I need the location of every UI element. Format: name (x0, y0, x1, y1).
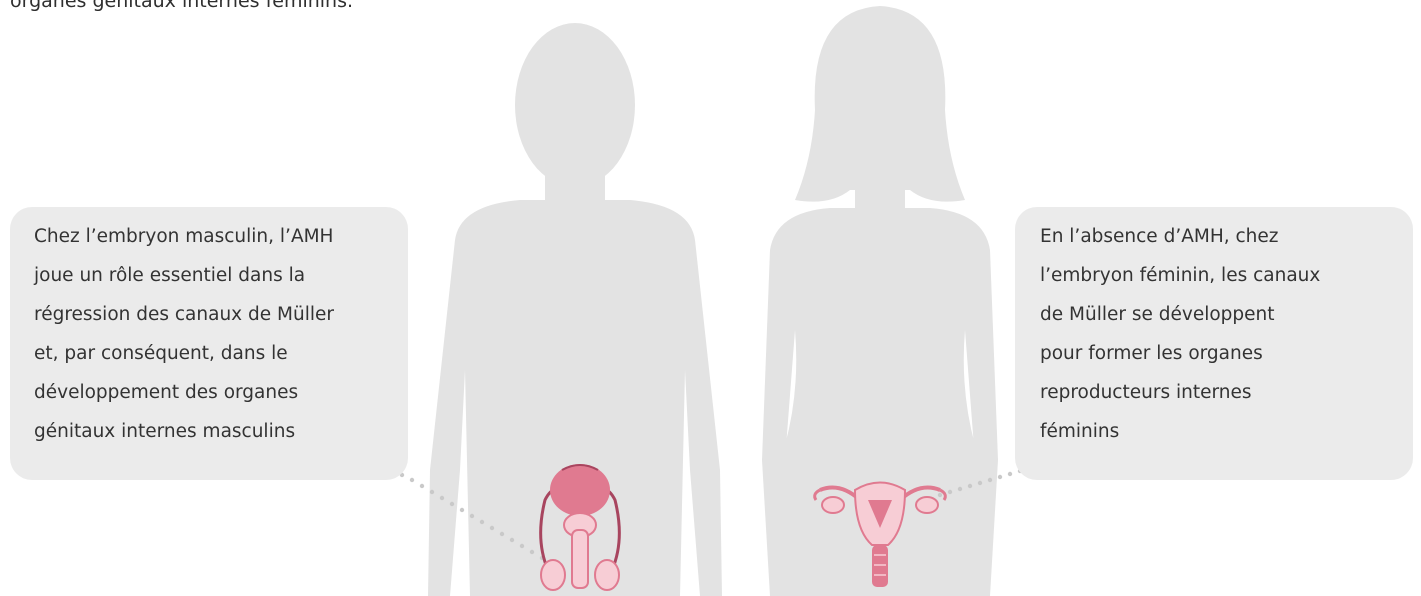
female-callout: En l’absence d’AMH, chez l’embryon fémin… (1015, 207, 1413, 480)
female-callout-text: En l’absence d’AMH, chez l’embryon fémin… (1040, 217, 1395, 451)
male-callout: Chez l’embryon masculin, l’AMH joue un r… (10, 207, 408, 480)
male-callout-text: Chez l’embryon masculin, l’AMH joue un r… (34, 217, 390, 451)
